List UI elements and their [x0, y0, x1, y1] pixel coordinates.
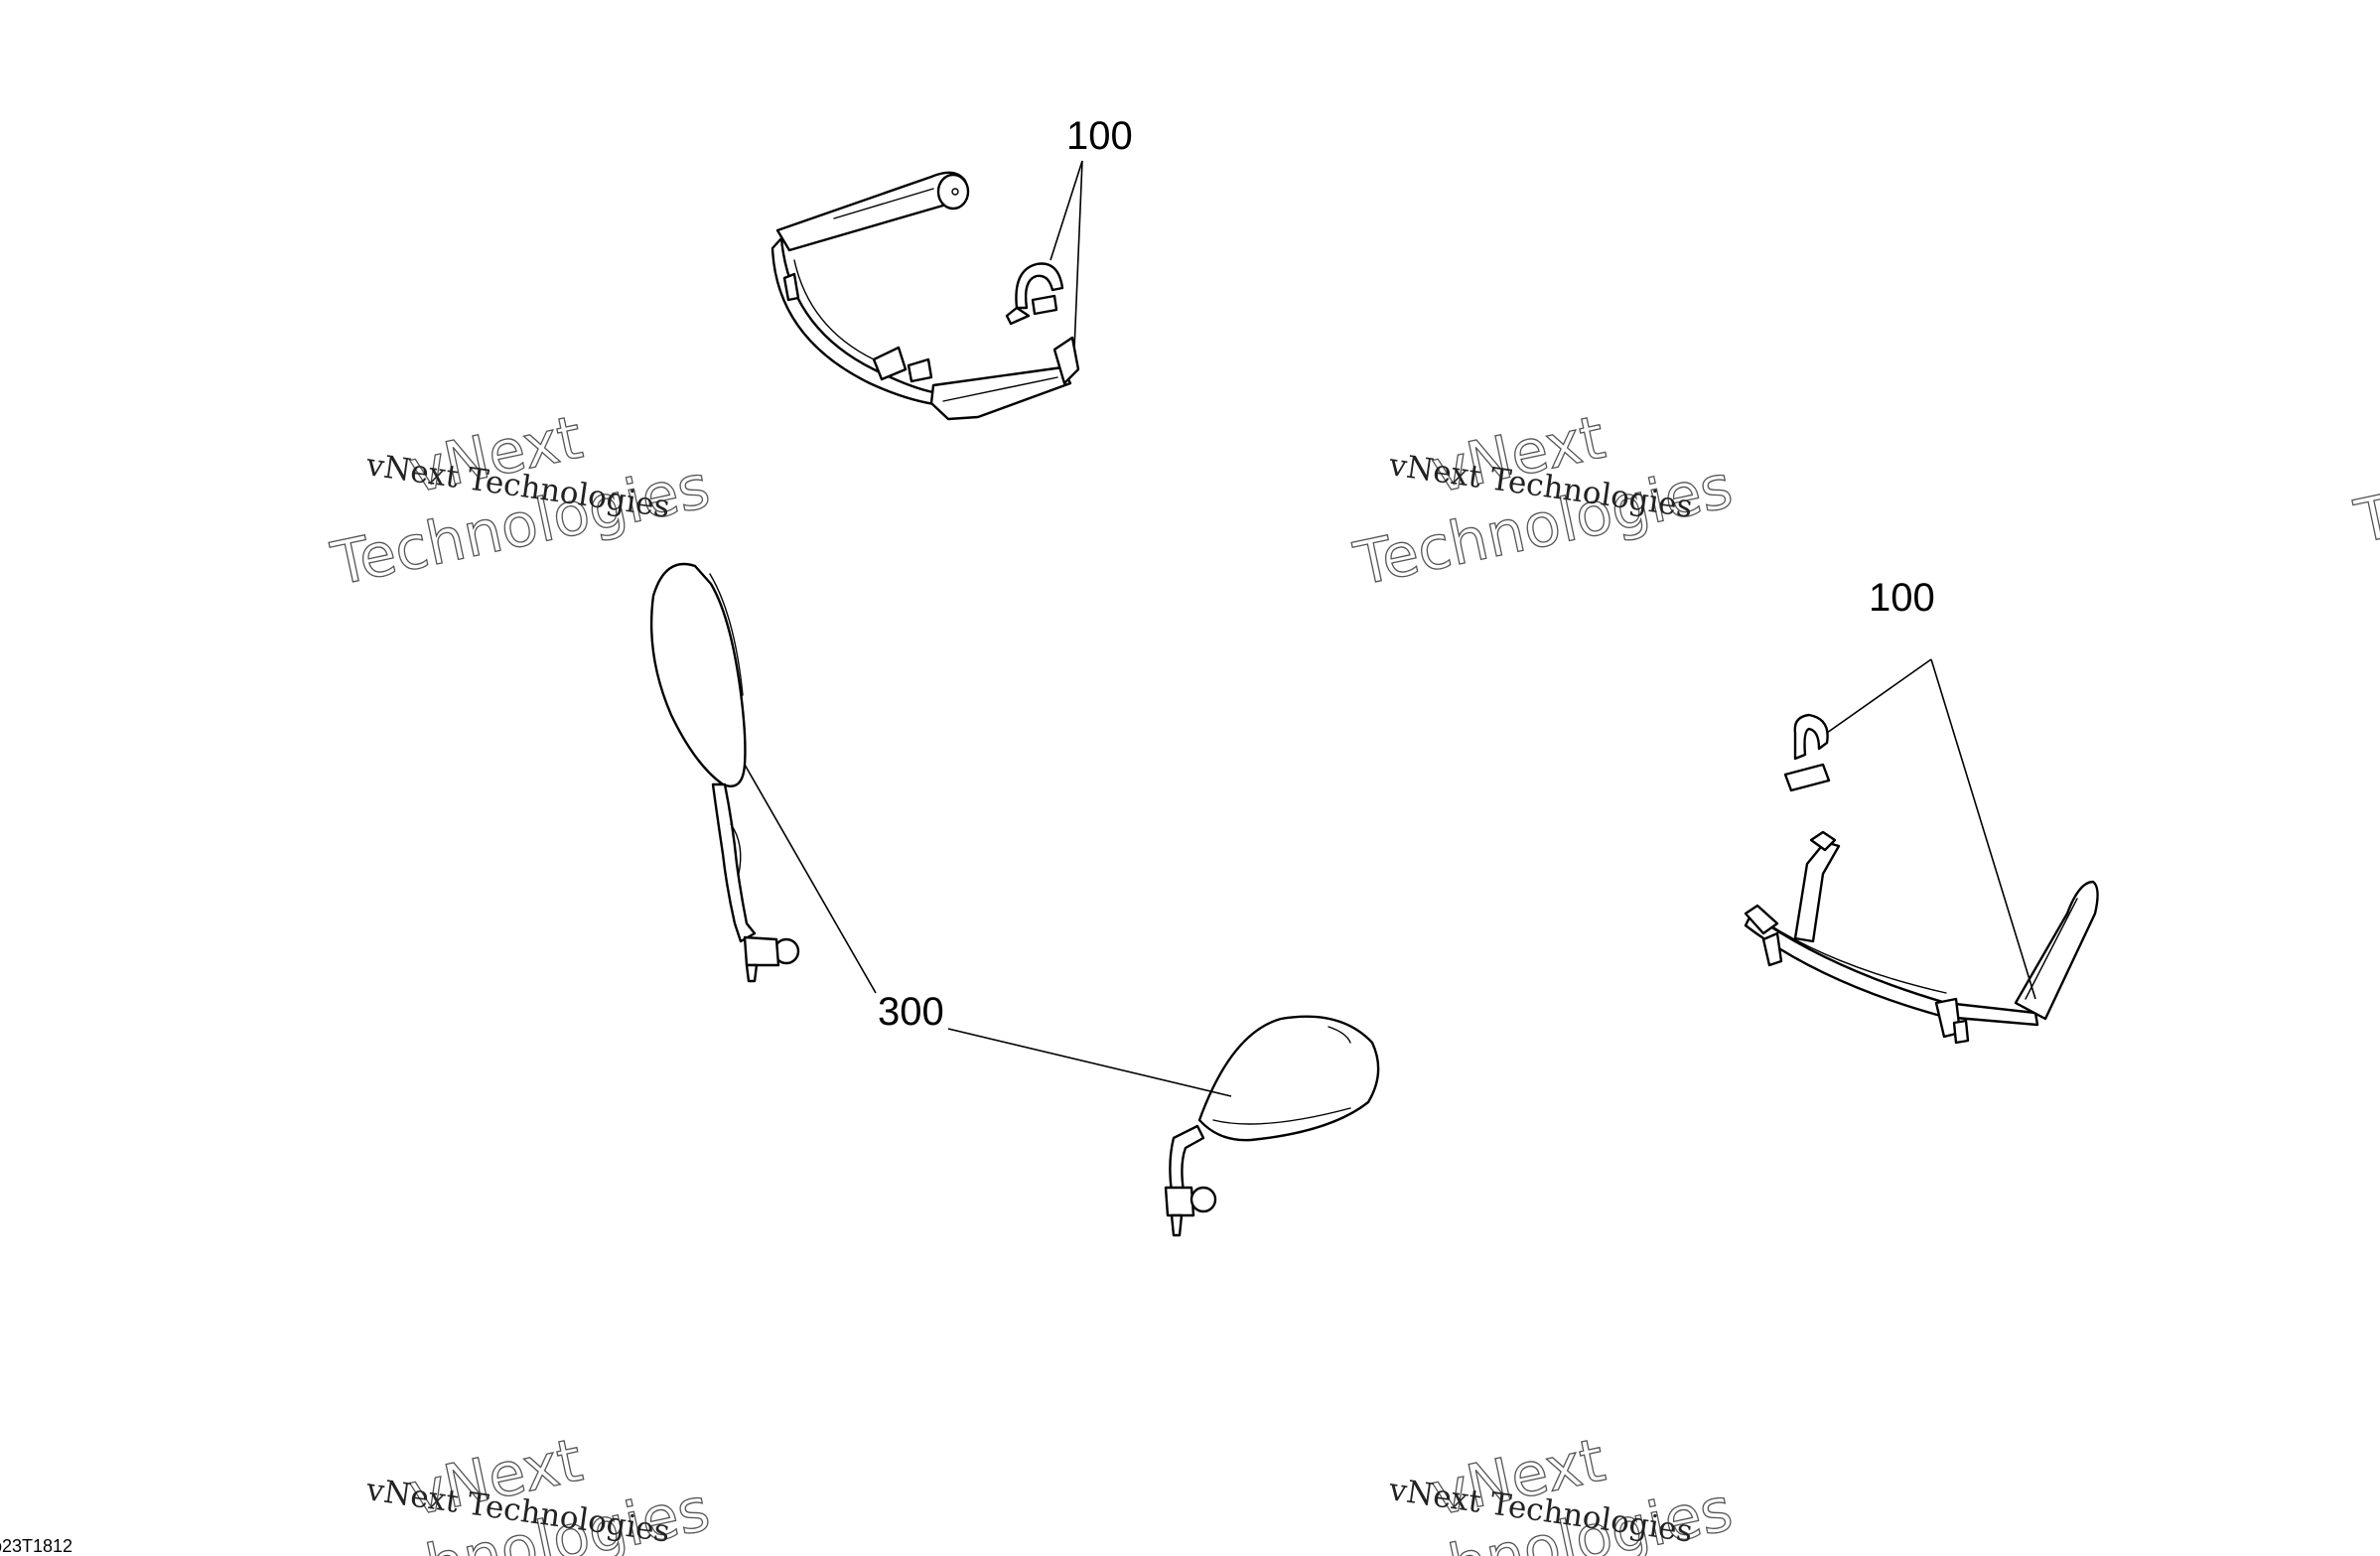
leader-lines: [744, 160, 2036, 1097]
leader-top-clamp: [1050, 160, 1083, 261]
callout-100-top: 100: [1066, 114, 1133, 158]
callout-100-right: 100: [1869, 576, 1935, 620]
callout-300: 300: [878, 990, 944, 1034]
mirror-bottom: [1164, 1015, 1380, 1237]
drawing-id: p23T1812: [0, 1536, 72, 1556]
mirror-left: [649, 562, 800, 983]
leader-right-bracket: [1930, 658, 2036, 1000]
watermark-bottom-right: vNext Technologies: [1347, 1425, 1739, 1556]
hand-guard-bracket-right: [1744, 713, 2099, 1045]
leader-right-clamp: [1826, 658, 1932, 734]
leader-bottom-mirror: [947, 1028, 1232, 1097]
leader-top-bracket: [1073, 160, 1083, 351]
leader-left-mirror: [744, 764, 877, 994]
hand-guard-bracket-top: [770, 171, 1080, 421]
watermark-edge-fragment: T: [2349, 482, 2380, 557]
watermark-edge-right: T: [2348, 481, 2380, 558]
